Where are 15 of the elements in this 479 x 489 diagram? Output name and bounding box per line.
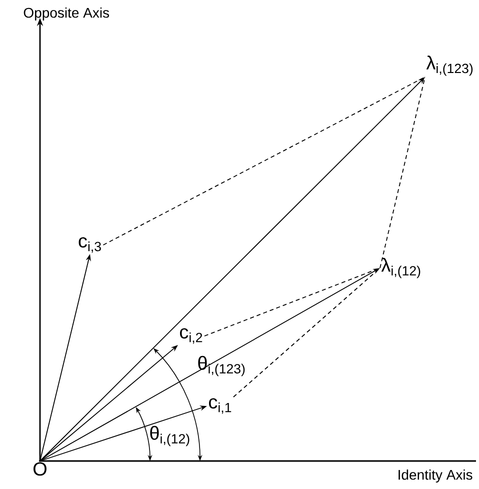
- vector-label: λ$_{i,(123)}$: [426, 56, 473, 76]
- axis-label: Opposite Axis: [24, 7, 110, 21]
- vector-arrow: [40, 77, 425, 462]
- vector-label: c$_{i,2}$: [180, 328, 202, 344]
- angle-label: θ$_{i,(12)}$: [150, 426, 190, 446]
- angle-label: θ$_{i,(123)}$: [198, 356, 245, 376]
- axis-label: Identity Axis: [398, 469, 472, 483]
- dashed-line: [204, 268, 380, 336]
- dashed-line: [380, 76, 426, 268]
- dashed-line: [102, 76, 426, 246]
- dashed-line: [233, 268, 380, 398]
- vector-label: λ$_{i,(12)}$: [381, 258, 420, 278]
- vector-label: O: [34, 462, 46, 476]
- vector-label: c$_{i,3}$: [78, 237, 101, 253]
- vector-label: c$_{i,1}$: [209, 398, 232, 414]
